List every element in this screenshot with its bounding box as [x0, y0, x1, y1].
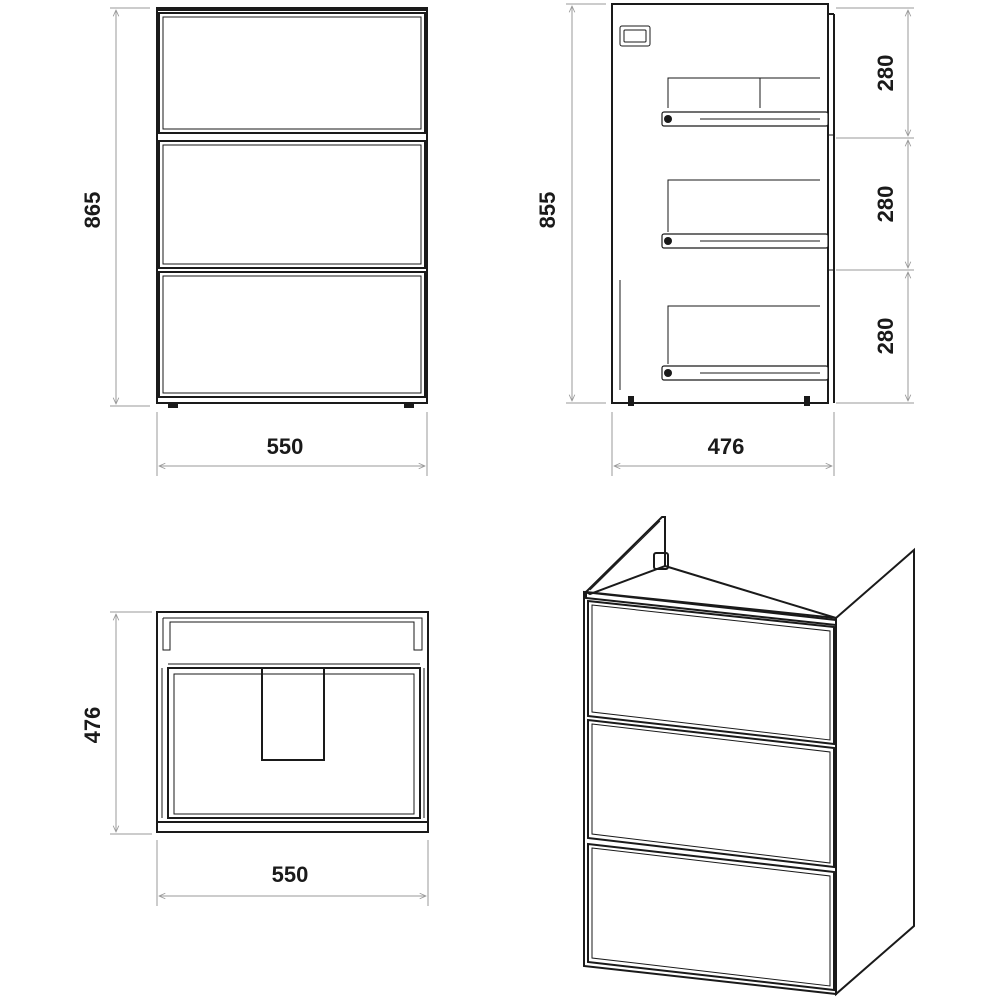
front-drawer-3 [158, 271, 426, 398]
front-width-dimension: 550 [156, 412, 428, 476]
top-width-label: 550 [272, 862, 309, 887]
side-drawer-height-dimensions: 280 280 280 [836, 7, 914, 404]
iso-drawer-1 [587, 599, 835, 746]
isometric-view [583, 516, 915, 997]
side-foot-right [804, 396, 810, 406]
front-width-label: 550 [267, 434, 304, 459]
iso-drawer-3 [587, 842, 835, 992]
front-height-dimension: 865 [80, 7, 150, 407]
top-drain-cutout [261, 667, 325, 761]
side-width-label: 476 [708, 434, 745, 459]
top-width-dimension: 550 [156, 840, 429, 906]
side-mount-bracket [619, 25, 651, 47]
side-foot-left [628, 396, 634, 406]
side-drawer-box-3 [661, 305, 829, 381]
side-width-dimension: 476 [611, 412, 835, 476]
side-cabinet-outline [611, 3, 829, 404]
iso-side-panel [835, 547, 915, 997]
top-inner-drawer [167, 667, 421, 819]
drawer-3-height-label: 280 [873, 318, 898, 355]
drawer-1-height-label: 280 [873, 55, 898, 92]
iso-drawer-2 [587, 718, 835, 869]
front-cabinet-outline [156, 7, 428, 404]
side-drawer-box-2 [661, 179, 829, 249]
side-drawer-box-1 [661, 77, 829, 127]
drawer-2-height-label: 280 [873, 186, 898, 223]
top-view: 476 550 [80, 611, 429, 906]
front-foot-right [404, 402, 414, 408]
top-cabinet-outline [156, 611, 429, 833]
iso-mount-bracket [653, 552, 669, 570]
top-depth-dimension: 476 [80, 611, 152, 835]
front-drawer-2 [158, 140, 426, 269]
front-height-label: 865 [80, 192, 105, 229]
top-depth-label: 476 [80, 707, 105, 744]
side-view: 855 280 280 280 476 [535, 3, 914, 476]
front-drawer-1 [158, 12, 426, 134]
front-foot-left [168, 402, 178, 408]
side-height-label: 855 [535, 192, 560, 229]
front-view: 865 550 [80, 7, 428, 476]
side-height-dimension: 855 [535, 3, 606, 404]
iso-front-frame [583, 590, 837, 996]
iso-back-panel [584, 516, 666, 596]
